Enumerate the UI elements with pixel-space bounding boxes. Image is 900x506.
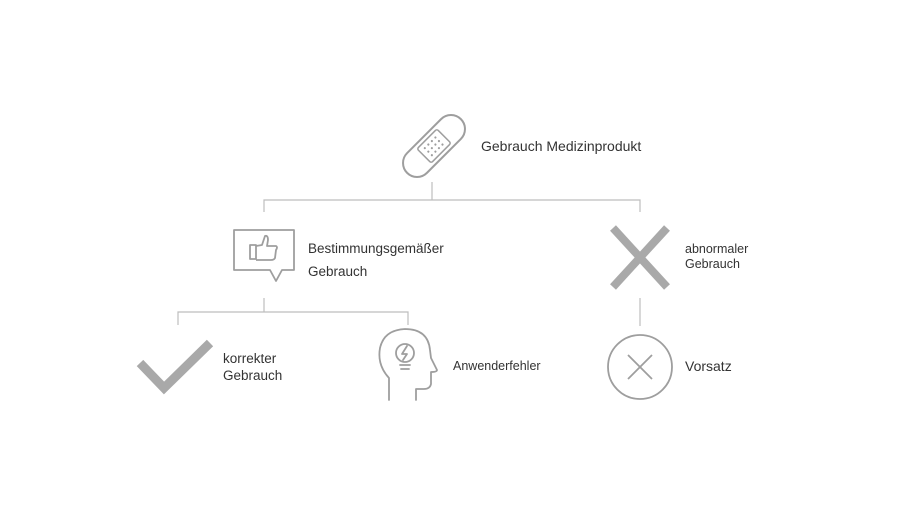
root-connector [263,182,641,212]
large-x-icon [610,225,670,290]
intent-label: Vorsatz [685,358,732,374]
root-label: Gebrauch Medizinprodukt [481,138,642,154]
correct-use-label-line2: Gebrauch [223,368,283,383]
intended-use-connector [177,298,409,325]
connector-lines [177,182,641,326]
head-lightbulb-icon [378,328,438,401]
user-error-label: Anwenderfehler [453,359,541,373]
correct-use-label: korrekter Gebrauch [223,350,282,384]
abnormal-use-label-line1: abnormaler [685,242,749,256]
abnormal-use-label-line2: Gebrauch [685,257,740,271]
intended-use-label-line1: Bestimmungsgemäßer [308,241,444,256]
bandage-icon [402,114,466,178]
circle-x-icon [607,334,673,400]
thumbs-up-speech-bubble-icon [233,229,295,282]
intended-use-label: Bestimmungsgemäßer Gebrauch [308,237,444,283]
intended-use-label-line2: Gebrauch [308,264,368,279]
correct-use-label-line1: korrekter [223,351,277,366]
checkmark-icon [136,339,214,395]
abnormal-use-label: abnormaler Gebrauch [685,242,748,272]
